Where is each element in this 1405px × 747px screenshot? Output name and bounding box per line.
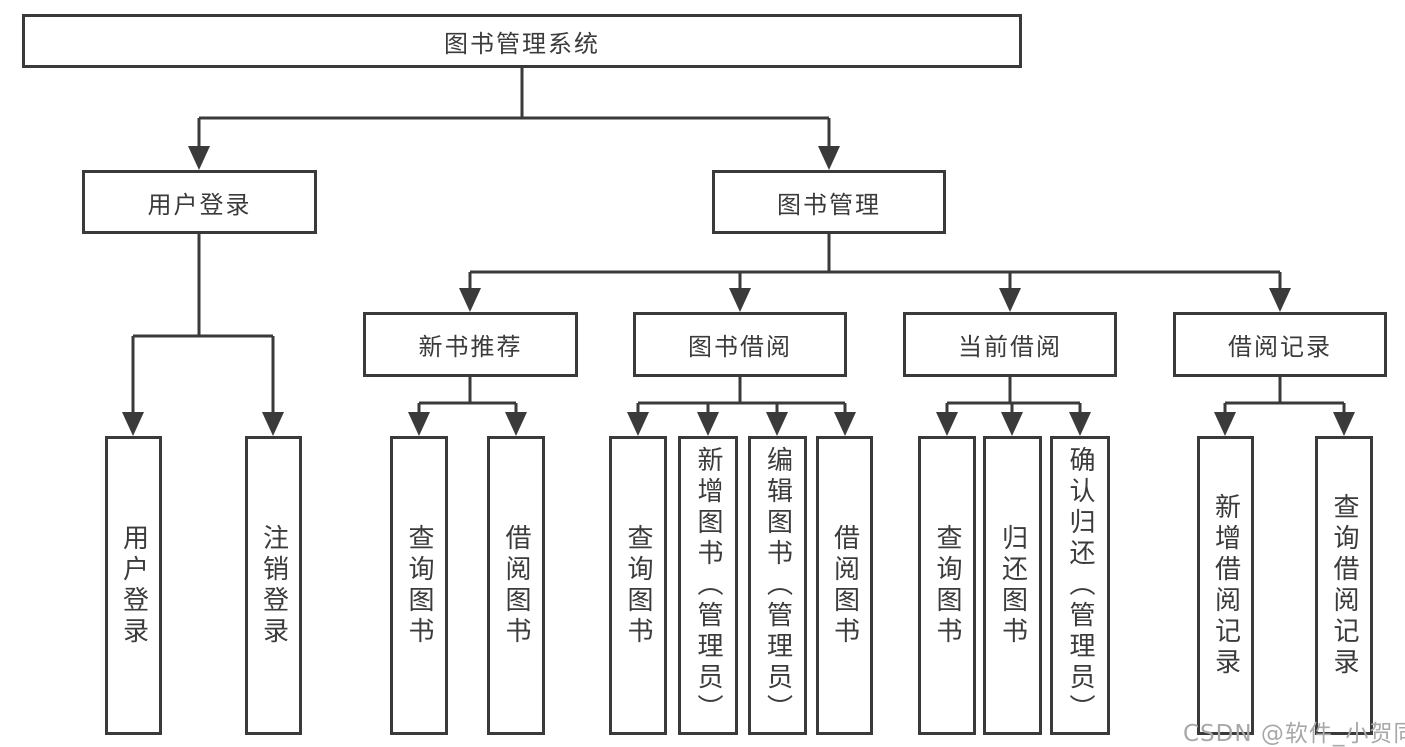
node-book-management: 图书管理 xyxy=(712,170,946,234)
arrowheads xyxy=(122,146,1355,436)
leaf-query-borrow-record: 查询借阅记录 xyxy=(1315,436,1373,735)
leaf-logout: 注销登录 xyxy=(245,436,302,735)
node-new-book-recommend: 新书推荐 xyxy=(363,312,578,377)
leaf-add-book-admin: 新增图书（管理员） xyxy=(678,436,738,735)
csdn-watermark: CSDN @软件_小贺同学 xyxy=(1183,721,1405,747)
leaf-query-books-borrow: 查询图书 xyxy=(609,436,667,735)
leaf-borrow-books-recommend: 借阅图书 xyxy=(487,436,545,735)
leaf-return-books: 归还图书 xyxy=(983,436,1042,735)
node-borrow-records: 借阅记录 xyxy=(1173,312,1387,377)
leaf-borrow-books: 借阅图书 xyxy=(816,436,873,735)
node-user-login: 用户登录 xyxy=(82,170,317,234)
node-root: 图书管理系统 xyxy=(22,14,1022,68)
leaf-query-books-current: 查询图书 xyxy=(918,436,976,735)
leaf-edit-book-admin: 编辑图书（管理员） xyxy=(748,436,807,735)
leaf-query-books-recommend: 查询图书 xyxy=(390,436,448,735)
node-current-borrow: 当前借阅 xyxy=(903,312,1117,377)
leaf-add-borrow-record: 新增借阅记录 xyxy=(1197,436,1254,735)
leaf-user-login: 用户登录 xyxy=(105,436,162,735)
node-book-borrow: 图书借阅 xyxy=(633,312,847,377)
leaf-confirm-return-admin: 确认归还（管理员） xyxy=(1050,436,1110,735)
